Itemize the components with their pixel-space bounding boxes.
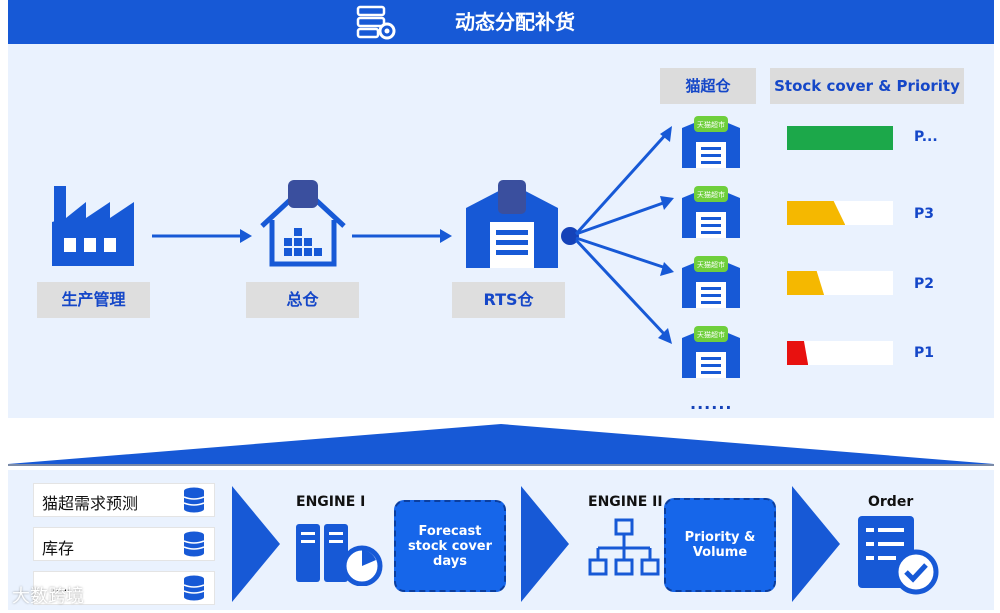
page-title: 动态分配补货	[455, 10, 575, 34]
store-badge-text: 天猫超市	[697, 260, 725, 269]
watermark-text: 大数跨境	[12, 586, 84, 607]
priority-label: P1	[914, 345, 935, 361]
tmall-store-icon: 天猫超市	[682, 256, 740, 308]
engine2-process-box: Priority & Volume	[664, 498, 776, 592]
priority-label: P...	[914, 129, 938, 145]
node-label-production: 生产管理	[37, 282, 150, 318]
engine1-box-line: stock cover	[407, 538, 493, 554]
input-label: 库存	[42, 539, 75, 558]
warehouse-icon	[260, 180, 346, 267]
more-stores-ellipsis: ......	[690, 394, 733, 413]
engine1-title: ENGINE I	[296, 494, 366, 510]
store-badge-text: 天猫超市	[697, 190, 725, 199]
stock-cover-bar-fill	[787, 126, 893, 150]
store-badge-text: 天猫超市	[697, 120, 725, 129]
arrow-warehouse-to-rts	[352, 229, 452, 243]
node-label-central-warehouse: 总仓	[246, 282, 359, 318]
engine1-process-box: Forecast stock cover days	[394, 500, 506, 592]
input-label: .....	[52, 580, 72, 594]
order-title: Order	[868, 494, 914, 510]
header-stock-cover-priority: Stock cover & Priority	[770, 68, 964, 104]
database-icon	[183, 531, 205, 557]
database-icon	[183, 487, 205, 513]
trapezoid-divider	[8, 424, 994, 466]
stock-cover-bar	[787, 201, 893, 225]
fanout-arrows	[561, 126, 674, 344]
stock-cover-bar	[787, 341, 893, 365]
tmall-store-icon: 天猫超市	[682, 186, 740, 238]
arrow-production-to-warehouse	[152, 229, 252, 243]
engine2-title: ENGINE II	[588, 494, 663, 510]
watermark-logo: 大数跨境	[12, 582, 84, 608]
priority-label: P2	[914, 276, 935, 292]
stock-cover-bar-fill	[787, 271, 825, 295]
engine2-box-line: Priority &	[684, 530, 756, 545]
server-gear-icon	[356, 5, 396, 40]
input-label: 猫超需求预测	[42, 494, 139, 513]
store-badge-text: 天猫超市	[697, 330, 725, 339]
stock-cover-bar	[787, 271, 893, 295]
order-document-icon	[858, 516, 939, 595]
tmall-store-icon: 天猫超市	[682, 326, 740, 378]
header-bar	[8, 0, 994, 44]
engine1-box-line: Forecast	[418, 523, 482, 539]
node-label-rts-warehouse: RTS仓	[452, 282, 565, 318]
tmall-store-icon: 天猫超市	[682, 116, 740, 168]
server-chart-icon	[296, 524, 383, 586]
flow-arrow-3	[792, 486, 840, 602]
engine1-box-line: days	[433, 553, 467, 569]
rts-warehouse-icon	[466, 180, 558, 268]
stock-cover-bar-fill	[787, 341, 809, 365]
priority-label: P3	[914, 206, 935, 222]
database-icon	[183, 575, 205, 601]
flow-arrow-1	[232, 486, 280, 602]
factory-icon	[52, 186, 134, 266]
header-tmall-warehouse: 猫超仓	[660, 68, 756, 104]
flow-arrow-2	[521, 486, 569, 602]
hierarchy-icon	[588, 518, 660, 576]
engine2-box-line: Volume	[692, 545, 748, 560]
stock-cover-bar-fill	[787, 201, 846, 225]
stock-cover-bar	[787, 126, 893, 150]
